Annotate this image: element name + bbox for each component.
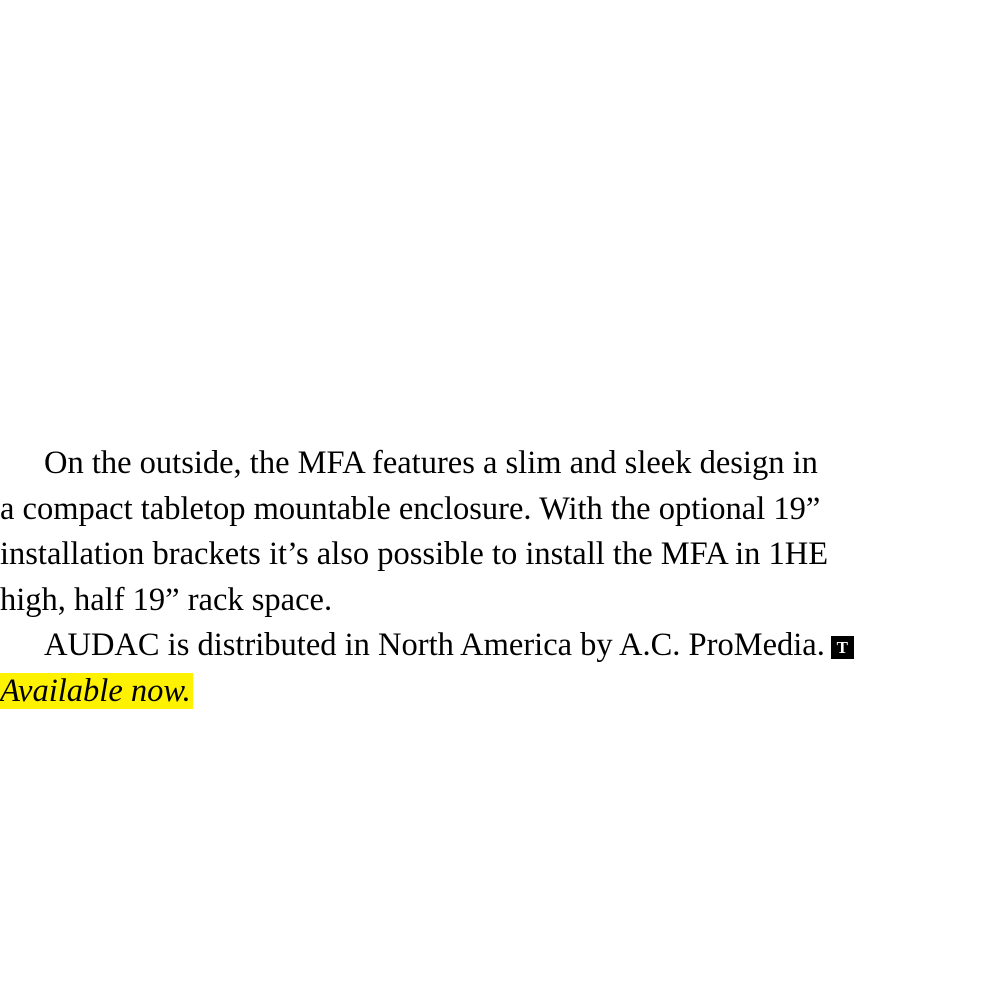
article-body: On the outside, the MFA features a slim … (0, 441, 990, 715)
paragraph-line: a compact tabletop mountable enclosure. … (0, 490, 821, 527)
paragraph-line: On the outside, the MFA features a slim … (44, 445, 818, 481)
paragraph-line: high, half 19” rack space. (0, 581, 333, 618)
availability-line: Available now. (0, 669, 990, 715)
distribution-paragraph: AUDAC is distributed in North America by… (0, 623, 990, 669)
paragraph-line: installation brackets it’s also possible… (0, 536, 829, 573)
availability-highlight: Available now. (0, 672, 193, 709)
distribution-text: AUDAC is distributed in North America by… (44, 627, 825, 664)
end-of-article-icon: T (830, 636, 854, 660)
